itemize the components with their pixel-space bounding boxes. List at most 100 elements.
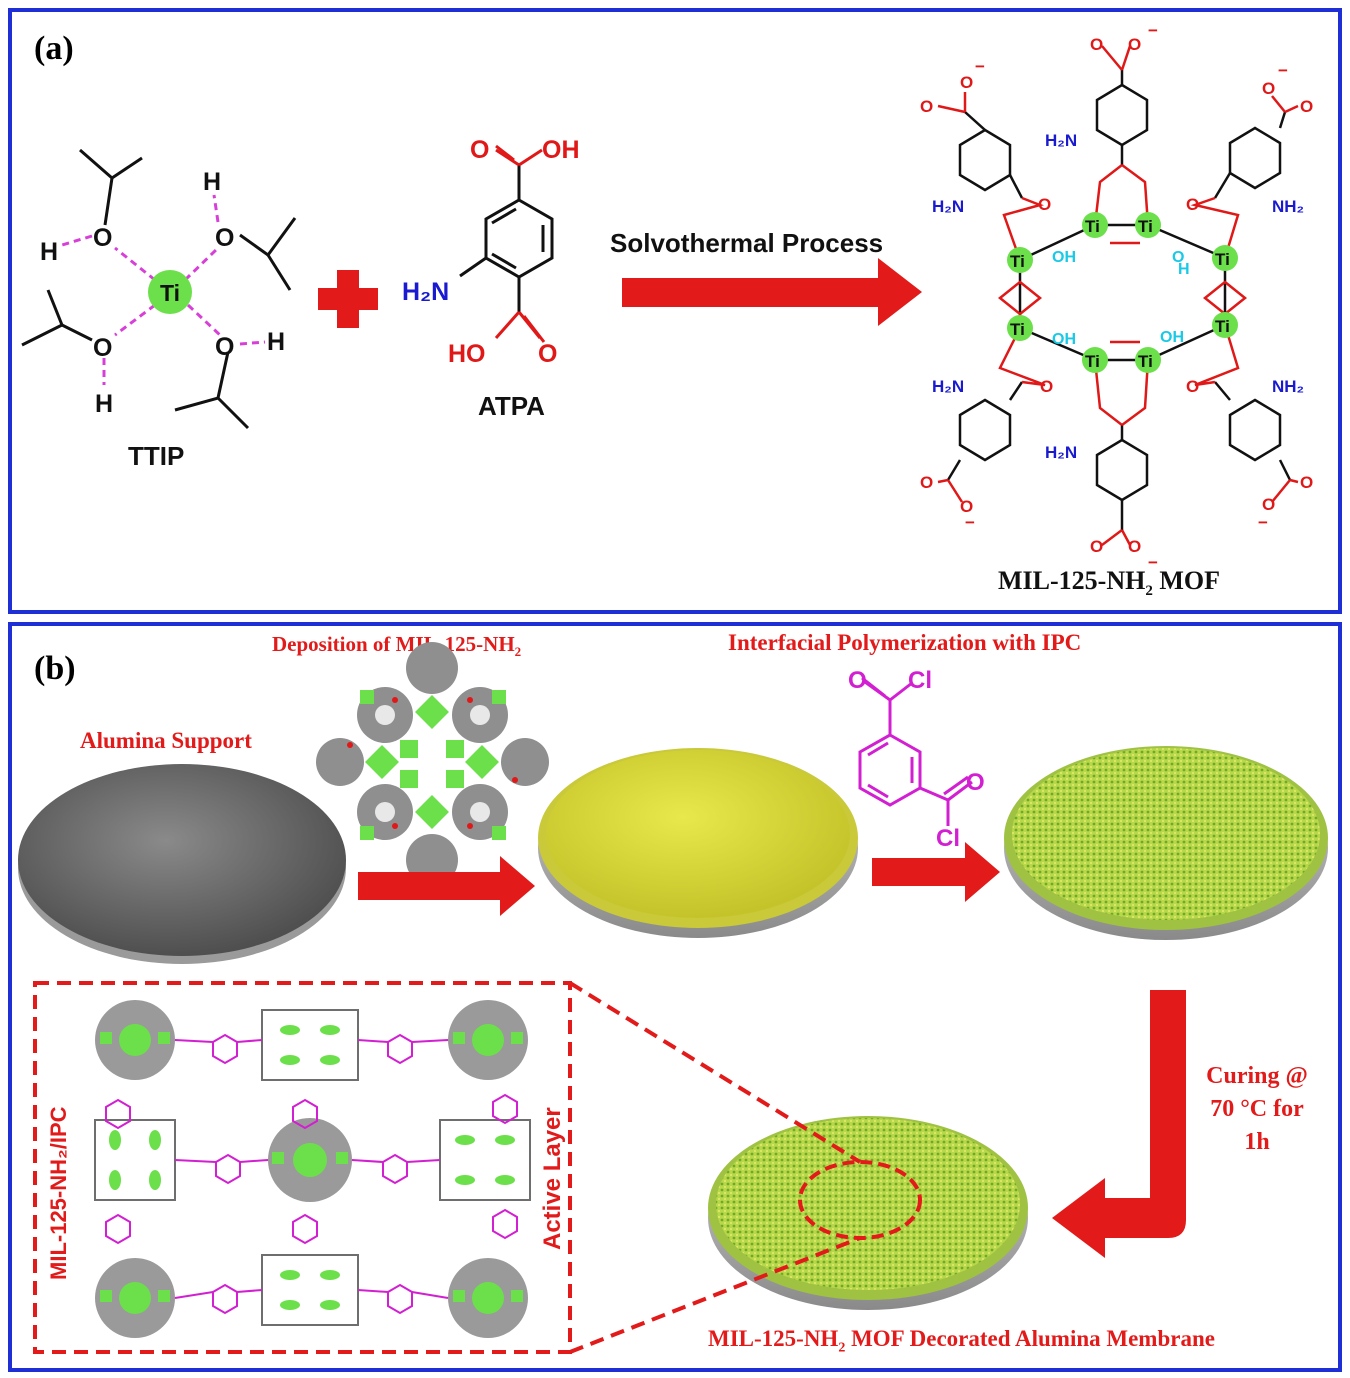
mof-minus-5: − <box>1258 513 1268 532</box>
mof-structure: Ti Ti Ti Ti Ti Ti Ti Ti OH O H OH OH H₂N… <box>920 21 1313 572</box>
atpa-o-top: O <box>470 136 489 164</box>
mof-o-bl1: O <box>920 473 933 492</box>
mof-h2n-4: H₂N <box>1045 443 1077 462</box>
polymerization-arrow <box>872 842 1000 902</box>
mof-ti-8: Ti <box>1138 352 1153 371</box>
inset-network <box>94 1000 531 1338</box>
mof-minus-1: − <box>1148 21 1158 40</box>
mof-oh-4: OH <box>1160 329 1184 346</box>
inset-left-label: MIL-125-NH₂/IPC <box>46 1106 71 1280</box>
mof-o-br2: O <box>1300 473 1313 492</box>
mof-o-c2: O <box>1186 195 1199 214</box>
mof-caption-main: MIL-125-NH <box>998 566 1146 595</box>
mof-ti-1: Ti <box>1085 217 1100 236</box>
ipc-o1: O <box>848 667 867 694</box>
mof-oh-1: OH <box>1052 249 1076 266</box>
deposition-sub: 2 <box>514 644 522 660</box>
mof-o-c4: O <box>1186 377 1199 396</box>
ttip-ti-atom: Ti <box>160 280 180 306</box>
mof-minus-3: − <box>1278 61 1288 80</box>
membrane-caption-sub: 2 <box>838 1340 846 1356</box>
mof-o-c1: O <box>1038 195 1051 214</box>
ttip-h3: H <box>95 390 113 418</box>
mof-oh-3: OH <box>1052 331 1076 348</box>
mof-crystal-image <box>316 642 549 886</box>
atpa-oh: OH <box>542 136 580 164</box>
ipc-cl1: Cl <box>908 667 932 694</box>
atpa-ho: HO <box>448 340 486 368</box>
deposition-label: Deposition of MIL-125-NH2 <box>272 632 521 660</box>
mof-o-c3: O <box>1040 377 1053 396</box>
ipc-o2: O <box>966 769 985 796</box>
solvothermal-arrow <box>622 258 922 326</box>
atpa-caption: ATPA <box>478 391 545 421</box>
ipc-cl2: Cl <box>936 825 960 852</box>
curing-line-2: 70 °C for <box>1210 1096 1304 1122</box>
mof-ti-6: Ti <box>1215 317 1230 336</box>
curing-line-1: Curing @ <box>1206 1063 1308 1089</box>
ttip-o1: O <box>93 224 112 252</box>
mof-o-r2: O <box>1300 97 1313 116</box>
panel-a-label: (a) <box>34 30 74 67</box>
mof-ti-7: Ti <box>1085 352 1100 371</box>
ipc-molecule: O Cl O Cl <box>848 667 985 852</box>
mof-o-b1: O <box>1090 537 1103 556</box>
mof-o-t2: O <box>1128 35 1141 54</box>
mof-oh-2: O <box>1172 249 1184 266</box>
panel-b-label: (b) <box>34 650 76 687</box>
membrane-caption: MIL-125-NH2 MOF Decorated Alumina Membra… <box>708 1326 1215 1357</box>
mof-caption: MIL-125-NH2 MOF <box>998 566 1220 600</box>
membrane-caption-tail: MOF Decorated Alumina Membrane <box>845 1326 1215 1351</box>
mof-coated-disk <box>538 748 858 938</box>
interfacial-label: Interfacial Polymerization with IPC <box>728 630 1082 655</box>
deposition-main: Deposition of MIL-125-NH <box>272 632 515 656</box>
polymerized-disk <box>1004 746 1328 940</box>
mof-ti-3: Ti <box>1010 252 1025 271</box>
process-label: Solvothermal Process <box>610 228 883 258</box>
mof-caption-sub: 2 <box>1145 583 1153 600</box>
membrane-caption-main: MIL-125-NH <box>708 1326 839 1351</box>
mof-h2n-3: H₂N <box>932 377 964 396</box>
mof-o-l2: O <box>960 73 973 92</box>
atpa-amine: H₂N <box>402 278 449 306</box>
mof-caption-tail: MOF <box>1159 566 1220 595</box>
ttip-h1: H <box>40 238 58 266</box>
mof-minus-2: − <box>975 57 985 76</box>
ttip-o4: O <box>215 333 234 361</box>
panel-b <box>8 622 1342 1372</box>
mof-o-t1: O <box>1090 35 1103 54</box>
zoom-callout-lines <box>568 981 862 1354</box>
curing-arrow <box>1052 990 1186 1258</box>
panel-a <box>8 8 1342 614</box>
mof-o-br1: O <box>1262 495 1275 514</box>
plus-icon <box>318 270 378 328</box>
mof-h2n-1: H₂N <box>1045 131 1077 150</box>
mof-ti-4: Ti <box>1215 250 1230 269</box>
atpa-o-bottom: O <box>538 340 557 368</box>
ttip-caption: TTIP <box>128 441 184 471</box>
ttip-o2: O <box>215 224 234 252</box>
mof-minus-6: − <box>1148 553 1158 572</box>
mof-ti-5: Ti <box>1010 320 1025 339</box>
ttip-o3: O <box>93 334 112 362</box>
mof-minus-4: − <box>965 513 975 532</box>
alumina-support-disk <box>18 764 346 964</box>
mof-oh-2h: H <box>1178 261 1190 278</box>
mof-nh2-2: NH₂ <box>1272 377 1304 396</box>
ttip-h4: H <box>267 328 285 356</box>
ttip-h2: H <box>203 168 221 196</box>
curing-label: Curing @ 70 °C for 1h <box>1198 1060 1316 1159</box>
mof-h2n-2: H₂N <box>932 197 964 216</box>
atpa-molecule: O OH HO O H₂N <box>402 136 580 368</box>
mof-o-l1: O <box>920 97 933 116</box>
deposition-arrow <box>358 856 535 916</box>
final-membrane-disk <box>708 1116 1028 1310</box>
mof-nh2-1: NH₂ <box>1272 197 1304 216</box>
mof-ti-2: Ti <box>1138 217 1153 236</box>
curing-line-3: 1h <box>1244 1129 1270 1155</box>
alumina-support-label: Alumina Support <box>80 728 252 753</box>
mof-o-r1: O <box>1262 79 1275 98</box>
mof-o-bl2: O <box>960 497 973 516</box>
